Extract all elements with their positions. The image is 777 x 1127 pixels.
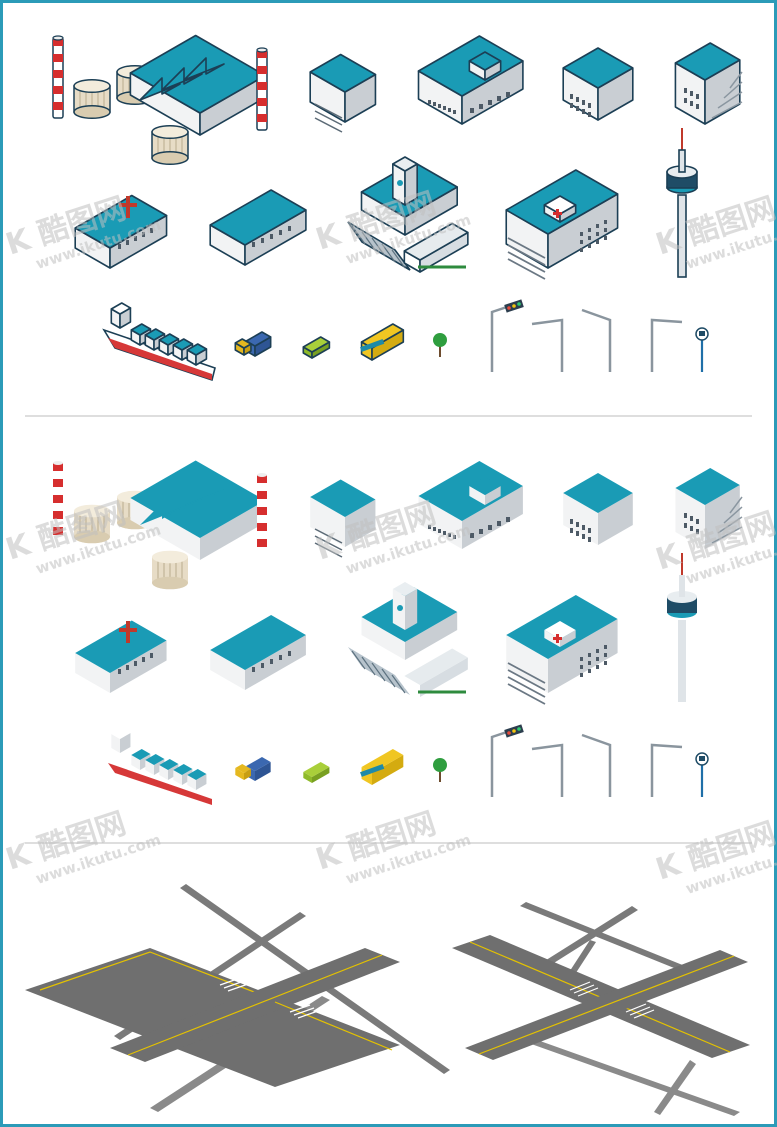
bus-stop-sign-icon (695, 327, 709, 372)
tv-tower-icon (667, 553, 697, 702)
street-lamp-icon (650, 743, 683, 797)
church-icon (74, 194, 168, 269)
small-office-building-icon (310, 479, 376, 558)
traffic-light-icon (490, 299, 524, 372)
road-intersections (25, 884, 750, 1116)
tree-icon (433, 758, 447, 782)
tv-tower-icon (666, 128, 698, 278)
warehouse-icon (209, 189, 307, 266)
bus-icon (360, 749, 404, 785)
factory-with-chimneys-icon (52, 34, 268, 166)
street-lamp-icon (650, 318, 683, 372)
stepped-building-icon (674, 42, 743, 125)
warehouse-icon (210, 615, 306, 690)
street-lamp-icon (531, 743, 564, 797)
street-lamp-icon (581, 733, 612, 797)
small-office-building-icon (309, 53, 377, 133)
stepped-building-icon (675, 468, 743, 549)
factory-with-chimneys-icon (53, 460, 267, 590)
block-building-icon (563, 473, 633, 545)
truck-icon (234, 331, 272, 357)
outlined-icon-set (52, 34, 743, 382)
street-lamp-icon (531, 318, 564, 372)
bus-stop-sign-icon (695, 752, 709, 797)
block-building-icon (562, 47, 634, 121)
train-station-icon (347, 156, 469, 273)
train-station-icon (348, 582, 468, 697)
hospital-icon (505, 169, 619, 280)
hospital-icon (506, 595, 618, 705)
street-lamp-icon (581, 308, 612, 372)
flat-icon-set (53, 460, 743, 805)
bus-icon (360, 323, 405, 361)
car-icon (303, 762, 330, 783)
church-icon (75, 620, 167, 693)
intersection-left (25, 884, 450, 1112)
cargo-ship-icon (104, 728, 215, 805)
cargo-ship-icon (102, 302, 216, 382)
truck-icon (235, 757, 271, 781)
car-icon (302, 336, 331, 359)
long-office-building-icon (418, 461, 523, 549)
traffic-light-icon (490, 724, 524, 797)
long-office-building-icon (417, 35, 524, 125)
tree-icon (433, 333, 447, 357)
intersection-right (452, 902, 750, 1116)
